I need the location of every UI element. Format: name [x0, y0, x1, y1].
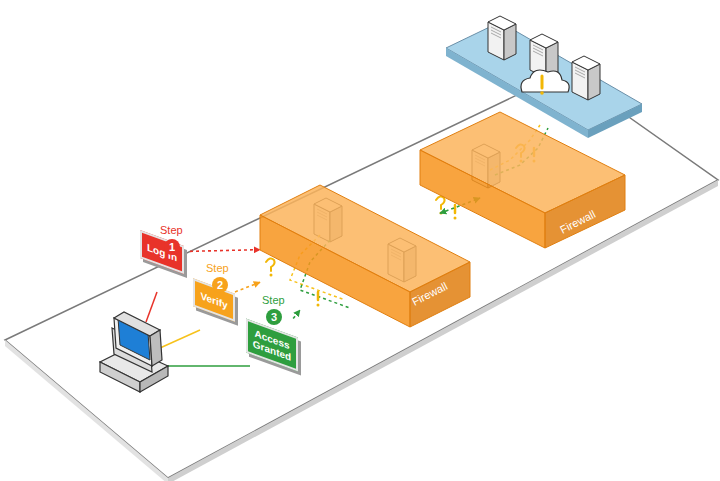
leader-line [160, 330, 200, 348]
callout-number: 2 [212, 277, 228, 293]
cloud-alert-icon [521, 70, 569, 95]
callout-number: 3 [266, 309, 282, 325]
callout-number: 1 [164, 239, 180, 255]
connector [293, 310, 300, 319]
step-label: Step [206, 262, 229, 274]
connector [235, 282, 260, 292]
firewall-shape [260, 185, 440, 310]
sign-text: Verify [200, 290, 227, 311]
step-label: Step [160, 224, 183, 236]
computer-icon [100, 312, 168, 392]
connector [184, 250, 260, 252]
firewall-shape [480, 105, 628, 235]
platform-edge [168, 180, 718, 481]
leader-line [166, 365, 250, 367]
firewall-zone: Firewall [260, 185, 440, 310]
server-shelf [446, 22, 642, 138]
platform [5, 72, 718, 478]
leader-line [146, 292, 157, 322]
step-label: Step [262, 294, 285, 306]
firewall-zone: Firewall [480, 105, 628, 235]
